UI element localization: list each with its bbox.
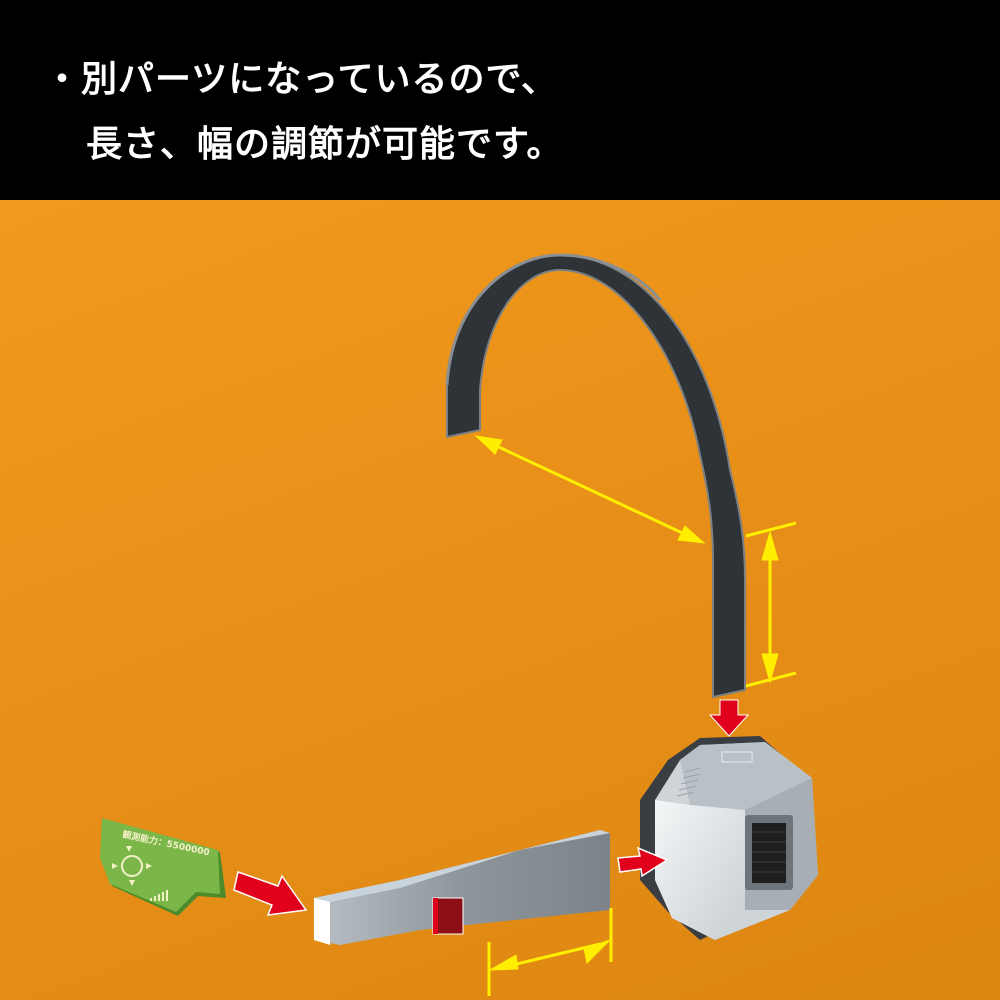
earpiece-unit [640,736,818,940]
caption-line-1: ・別パーツになっているので、 [44,59,559,100]
product-scene: 観測能力：5500000 [0,200,1000,1000]
headset-illustration: 観測能力：5500000 [100,253,818,996]
signal-bars-icon [150,890,168,901]
boom-arm [314,830,610,945]
headband [445,253,746,699]
width-dimension-arrow [474,435,706,544]
length-dimension-arrow [745,521,797,688]
arm-length-dimension-arrow [487,908,613,996]
assembly-arrow-down [708,699,750,737]
reticle-icon [121,855,143,877]
hud-panel: 観測能力：5500000 [100,818,226,916]
speaker-grille [752,823,786,883]
caption-line-2: 長さ、幅の調節が可能です。 [86,124,564,165]
caption-bar: ・別パーツになっているので、 長さ、幅の調節が可能です。 [0,0,1000,200]
assembly-arrow-right-earpiece [617,846,669,878]
assembly-arrow-right-arm [233,871,308,916]
